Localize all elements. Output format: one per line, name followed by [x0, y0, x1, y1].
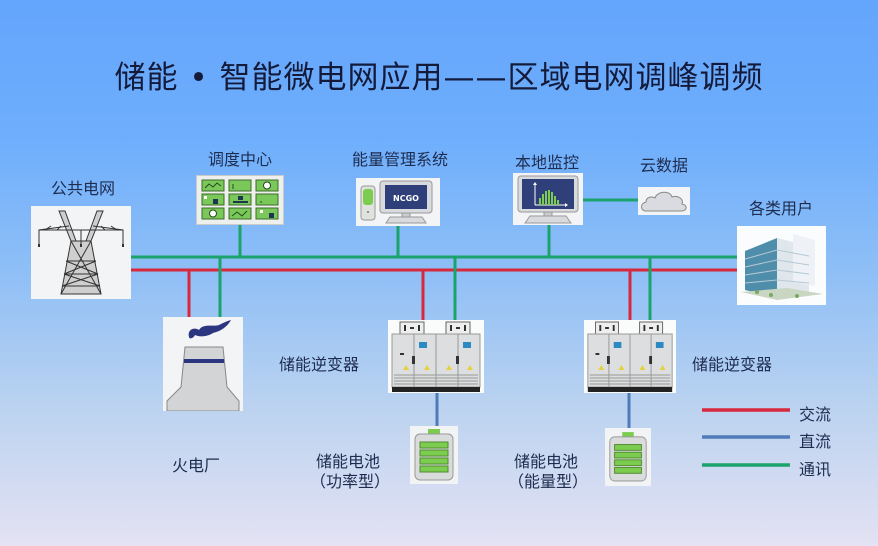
dispatch-center-node[interactable] [196, 175, 284, 225]
battery-energy-node [605, 428, 651, 486]
power-plant-icon [166, 320, 240, 412]
ems-node[interactable]: NCGO [356, 178, 440, 226]
cloud-data-label: 云数据 [639, 156, 689, 175]
dashboard-panel-icon [201, 179, 279, 220]
battery-icon [609, 432, 647, 482]
inverter-2-node [584, 320, 676, 393]
battery-energy-label-line1: 储能电池 [514, 452, 579, 471]
users-node [737, 226, 826, 305]
thermal-plant-label: 火电厂 [172, 456, 221, 475]
dispatch-center-label: 调度中心 [207, 150, 273, 169]
inverter-1-node [388, 320, 484, 393]
ems-screen-text: NCGO [393, 194, 419, 203]
battery-icon [414, 429, 454, 481]
public-grid-label: 公共电网 [51, 179, 116, 198]
inverter-cabinet-icon [587, 321, 673, 392]
thermal-plant-node [163, 317, 243, 412]
cloud-icon [641, 191, 687, 212]
computer-icon: NCGO [360, 180, 433, 224]
legend-comm-label: 通讯 [799, 460, 832, 479]
cloud-data-node[interactable] [638, 187, 690, 215]
battery-power-label-line2: （功率型） [310, 472, 391, 491]
legend-dc-label: 直流 [799, 432, 832, 451]
inverter-1-label: 储能逆变器 [279, 355, 360, 374]
local-monitor-label: 本地监控 [514, 153, 580, 172]
diagram-title: 储能 • 智能微电网应用——区域电网调峰调频 [114, 60, 764, 96]
battery-power-label-line1: 储能电池 [316, 452, 381, 471]
public-grid-node [31, 206, 131, 299]
transmission-tower-icon [38, 210, 124, 295]
legend-ac-label: 交流 [799, 405, 832, 424]
inverter-2-label: 储能逆变器 [692, 355, 773, 374]
battery-power-node [410, 426, 458, 484]
inverter-cabinet-icon [391, 321, 481, 392]
ems-label: 能量管理系统 [351, 150, 449, 169]
battery-energy-label-line2: （能量型） [508, 472, 589, 491]
local-monitor-node[interactable] [513, 173, 583, 225]
monitor-chart-icon [517, 175, 579, 224]
users-label: 各类用户 [748, 199, 814, 218]
building-icon [741, 234, 823, 300]
